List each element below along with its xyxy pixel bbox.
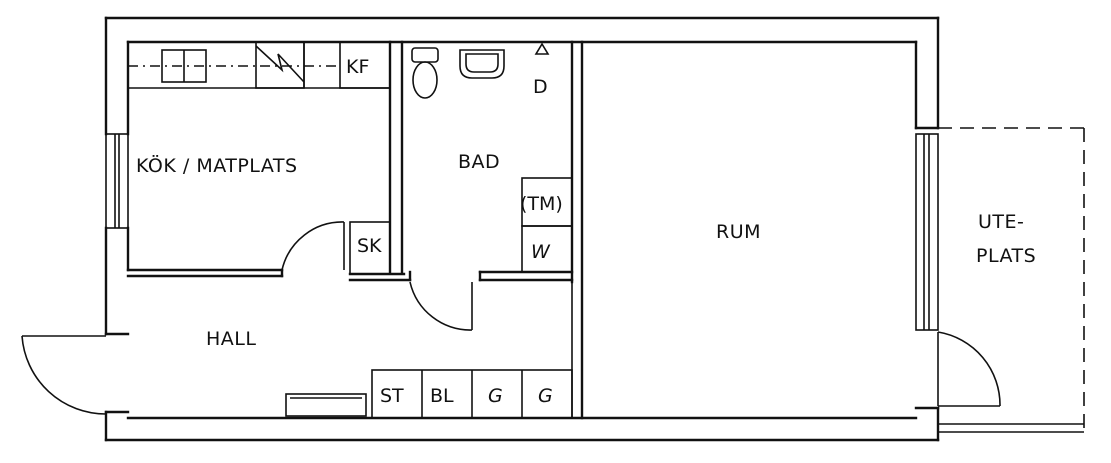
fridge-label: KF [346,56,369,78]
patio-label-line1: UTE- [978,211,1024,233]
kitchen-counter [128,41,391,89]
hall-label: HALL [206,328,256,350]
patio-label-line2: PLATS [976,245,1036,267]
bath-label: BAD [458,151,500,173]
bath-labels: BAD D (TM) W [458,76,563,263]
tumble-dryer-label: (TM) [520,193,563,215]
sk-label: SK [357,235,382,257]
kitchen-label-group: KÖK / MATPLATS KF SK [136,56,382,257]
kitchen-label: KÖK / MATPLATS [136,154,298,177]
bl-label: BL [430,385,454,407]
interior-walls [126,40,584,420]
g2-label: G [538,385,553,407]
dryer-label: D [533,76,548,98]
g1-label: G [488,385,503,407]
hall-storage [285,369,573,419]
st-label: ST [380,385,404,407]
washer-label: W [531,241,551,263]
patio-outline [938,127,1085,433]
room-label: RUM [716,221,761,243]
bath-fixtures [411,42,573,273]
hall-labels: HALL ST BL G G [206,328,553,407]
doors [21,221,1001,415]
